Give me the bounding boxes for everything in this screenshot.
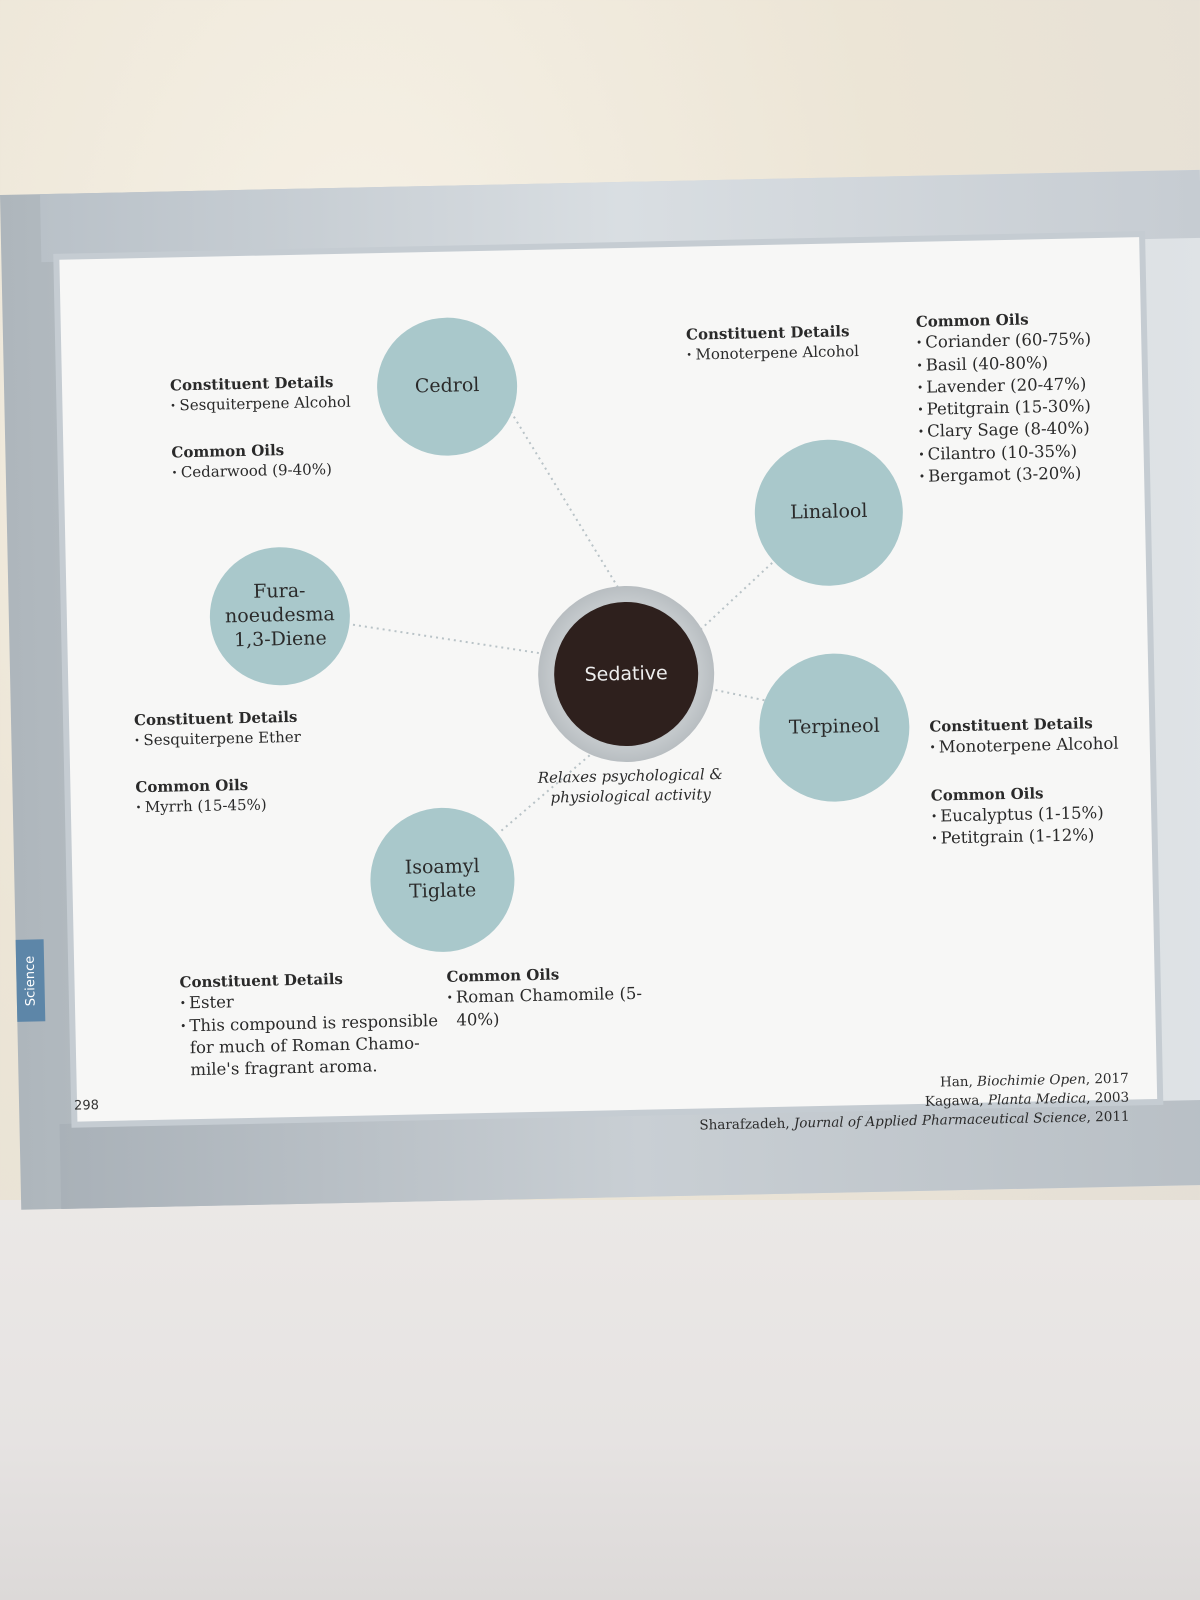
info-cedrol: Constituent Details Sesquiterpene Alcoho… [170,371,382,482]
info-isoamyl-oils: Common Oils Roman Chamomile (5-40%) [446,963,652,1032]
oil-item: Bergamot (3-20%) [919,461,1139,488]
center-label: Sedative [584,662,668,686]
info-terpineol: Constituent Details Monoterpene Alcohol … [929,712,1147,850]
info-linalool-oils: Common Oils Coriander (60-75%) Basil (40… [916,307,1140,488]
info-furanoeudesma: Constituent Details Sesquiterpene Ether … [134,705,366,817]
page: Sedative Relaxes psychological & physiol… [59,237,1158,1133]
detail-item: Sesquiterpene Ether [134,726,364,751]
references: Han, Biochimie Open, 2017 Kagawa, Planta… [698,1070,1130,1136]
oil-item: Petitgrain (1-12%) [931,823,1146,850]
info-isoamyl-details: Constituent Details Ester This compound … [179,967,443,1082]
blanket-background [0,1200,1200,1600]
detail-item: Sesquiterpene Alcohol [170,391,380,416]
info-linalool-details: Constituent Details Monoterpene Alcohol [686,320,897,365]
book: Science Sedative Relaxes psychological &… [0,169,1200,1210]
center-caption: Relaxes psychological & physiological ac… [537,764,724,807]
page-number: 298 [73,1098,100,1114]
detail-item: Monoterpene Alcohol [930,732,1145,759]
detail-item: This compound is responsible for much of… [180,1009,443,1081]
oil-item: Roman Chamomile (5-40%) [447,983,653,1032]
section-tab: Science [15,939,46,1022]
